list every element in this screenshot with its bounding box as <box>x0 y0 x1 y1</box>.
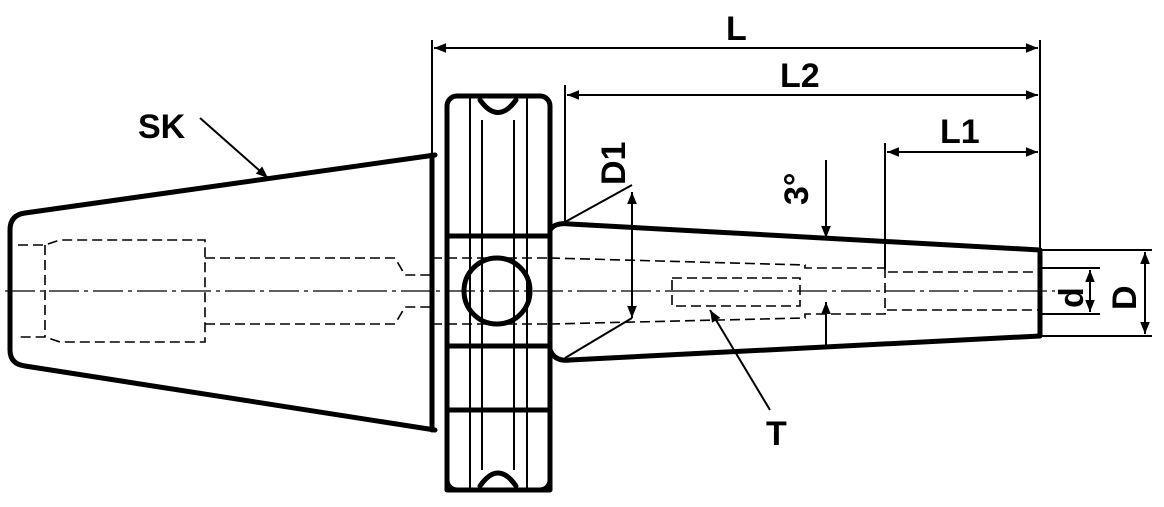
d1-leaders <box>564 184 633 359</box>
label-angle: 3° <box>778 172 816 205</box>
label-SK: SK <box>138 108 186 146</box>
shank <box>547 221 1043 363</box>
label-D: D <box>1106 285 1144 310</box>
left-bore <box>18 239 430 343</box>
label-L2: L2 <box>780 57 820 95</box>
flange <box>432 93 553 493</box>
extension-lines <box>431 40 1152 337</box>
label-L: L <box>726 10 747 48</box>
label-d: d <box>1053 287 1091 308</box>
label-D1: D1 <box>595 142 633 185</box>
sk-leader <box>199 117 269 179</box>
t-leader <box>709 309 771 411</box>
label-T: T <box>766 415 787 453</box>
label-L1: L1 <box>940 113 980 151</box>
right-bore <box>549 257 1040 325</box>
sk-taper <box>7 152 438 433</box>
